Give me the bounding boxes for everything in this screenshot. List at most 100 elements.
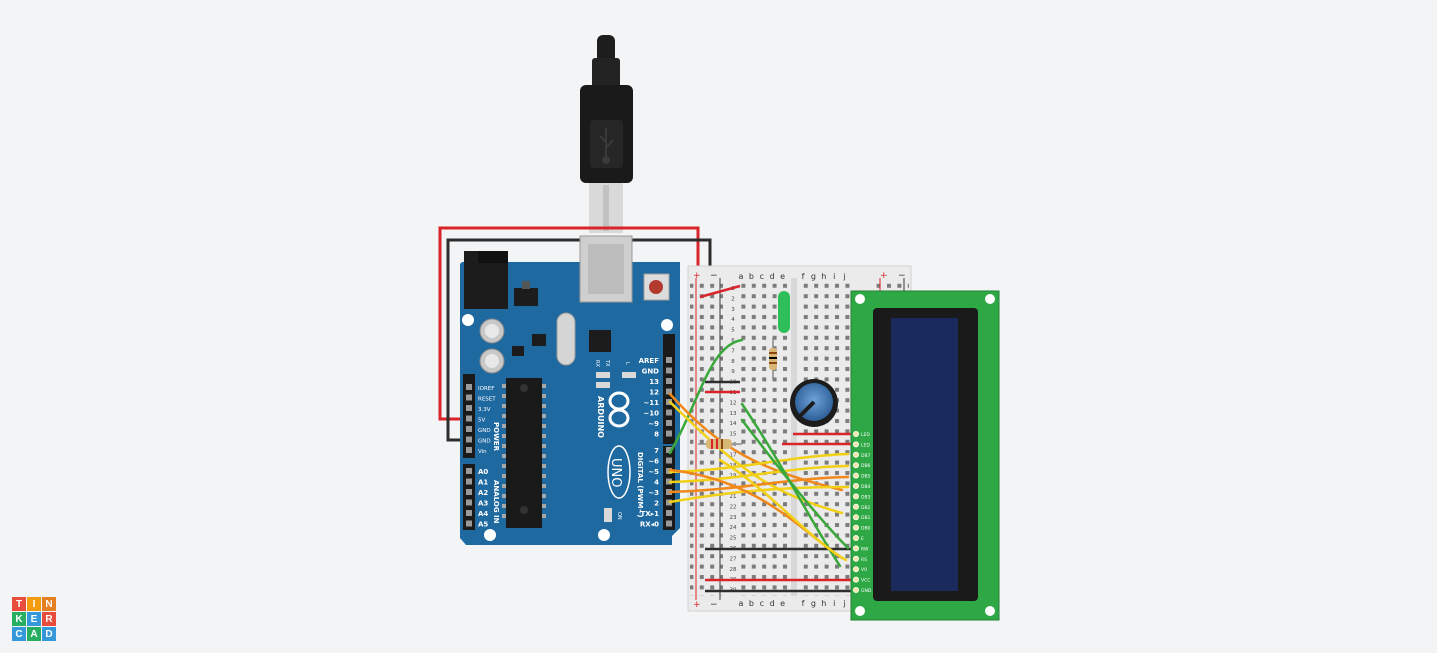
lcd-pin-label: DB7 xyxy=(861,453,871,459)
power-pin[interactable] xyxy=(466,415,472,422)
rail-plus-top-left: + xyxy=(693,271,701,281)
lcd-pin[interactable] xyxy=(853,430,860,437)
power-pin-label: IOREF xyxy=(478,386,494,392)
lcd-pin[interactable] xyxy=(853,462,860,469)
digital-pin[interactable] xyxy=(666,357,672,363)
breadboard-column-label: d xyxy=(770,272,775,281)
breadboard-column-label: a xyxy=(739,272,744,281)
lcd-16x2[interactable]: LEDLEDDB7DB6DB5DB4DB3DB2DB1DB0ERWRSV0VCC… xyxy=(850,290,1000,621)
lcd-pin[interactable] xyxy=(853,451,860,458)
usb-cable[interactable] xyxy=(580,35,633,233)
lcd-pin[interactable] xyxy=(853,493,860,500)
potentiometer[interactable] xyxy=(790,379,838,427)
signal-wires[interactable] xyxy=(668,338,850,568)
digital-pin[interactable] xyxy=(666,409,672,416)
rail-minus-top-right: − xyxy=(898,271,906,281)
analog-pin[interactable] xyxy=(466,499,472,506)
digital-pin[interactable] xyxy=(666,468,672,474)
power-pin-label: 5V xyxy=(478,418,485,424)
power-pin-label: 3.3V xyxy=(478,407,491,413)
analog-pin[interactable] xyxy=(466,478,472,485)
rail-minus-bottom-left: − xyxy=(710,600,718,610)
arduino-uno-board[interactable]: ARDUINO UNO DIGITAL (PWM~) POWER ANALOG … xyxy=(460,235,680,545)
resistor-220-ohm[interactable] xyxy=(698,439,742,449)
wire-gnd-black[interactable] xyxy=(446,238,712,442)
power-pin-label: GND xyxy=(478,428,491,434)
lcd-pin-label: E xyxy=(861,536,864,542)
breadboard-row-number: 3 xyxy=(731,307,735,313)
lcd-pin[interactable] xyxy=(853,514,860,521)
logo-letter-e: E xyxy=(27,612,41,626)
digital-pin[interactable] xyxy=(666,420,672,426)
green-led[interactable] xyxy=(778,291,790,333)
digital-pin[interactable] xyxy=(666,457,672,464)
digital-pin[interactable] xyxy=(666,388,672,395)
lcd-pin-label: V0 xyxy=(861,567,867,573)
lcd-screen xyxy=(891,318,958,591)
digital-pin[interactable] xyxy=(666,520,672,527)
analog-pin[interactable] xyxy=(466,489,472,495)
digital-pin-label: ~9 xyxy=(648,420,659,428)
digital-pin[interactable] xyxy=(666,378,672,384)
power-pin[interactable] xyxy=(466,436,472,443)
resistor-vertical[interactable] xyxy=(769,338,777,380)
wire-5v-red[interactable] xyxy=(438,226,700,421)
power-pin[interactable] xyxy=(466,426,472,432)
breadboard-row-number: 7 xyxy=(731,348,735,354)
digital-pin[interactable] xyxy=(666,510,672,516)
analog-pin[interactable] xyxy=(466,520,472,527)
breadboard-row-number: 22 xyxy=(730,504,737,510)
lcd-pin[interactable] xyxy=(853,441,860,448)
breadboard-column-label: b xyxy=(749,599,754,608)
digital-pin-label: AREF xyxy=(639,357,660,365)
power-pin[interactable] xyxy=(466,384,472,390)
power-pin[interactable] xyxy=(466,405,472,411)
lcd-pin[interactable] xyxy=(853,503,860,510)
analog-pin-label: A1 xyxy=(478,479,488,487)
breadboard-column-label: i xyxy=(833,599,835,608)
digital-pin[interactable] xyxy=(666,447,672,453)
tinkercad-logo[interactable]: T I N K E R C A D xyxy=(12,597,56,641)
digital-pin-label: GND xyxy=(642,368,660,376)
power-pin-label: RESET xyxy=(478,397,496,403)
breadboard-row-number: 23 xyxy=(730,515,737,521)
lcd-pin[interactable] xyxy=(853,524,860,531)
power-pin[interactable] xyxy=(466,394,472,401)
digital-pin-label: 4 xyxy=(654,479,659,487)
breadboard-column-label: h xyxy=(821,272,826,281)
lcd-pin-label: RS xyxy=(861,557,867,563)
lcd-pin[interactable] xyxy=(853,545,860,552)
lcd-pin[interactable] xyxy=(853,535,860,542)
analog-pin-label: A4 xyxy=(478,510,488,518)
lcd-pin[interactable] xyxy=(853,555,860,562)
analog-pin[interactable] xyxy=(466,468,472,474)
breadboard-row-number: 21 xyxy=(730,494,737,500)
lcd-pin[interactable] xyxy=(853,587,860,594)
lcd-pin-label: DB1 xyxy=(861,515,871,521)
breadboard-row-number: 9 xyxy=(731,369,735,375)
breadboard-column-label: c xyxy=(760,272,764,281)
analog-header-title: ANALOG IN xyxy=(492,480,500,524)
power-pin[interactable] xyxy=(466,447,472,453)
digital-pin[interactable] xyxy=(666,367,672,374)
analog-pin[interactable] xyxy=(466,510,472,516)
digital-pin-label: 7 xyxy=(654,447,659,455)
digital-pin[interactable] xyxy=(666,430,672,437)
breadboard-row-number: 2 xyxy=(731,296,735,302)
breadboard-row-number: 4 xyxy=(731,317,735,323)
digital-pin-label: TX▸1 xyxy=(640,510,659,518)
logo-letter-t: T xyxy=(12,597,26,611)
lcd-pin[interactable] xyxy=(853,472,860,479)
breadboard-row-number: 15 xyxy=(730,432,737,438)
breadboard-row-number: 12 xyxy=(730,400,737,406)
breadboard-column-label: d xyxy=(770,599,775,608)
breadboard-column-label: e xyxy=(780,599,785,608)
lcd-pin[interactable] xyxy=(853,576,860,583)
lcd-pin[interactable] xyxy=(853,566,860,573)
lcd-pin[interactable] xyxy=(853,482,860,489)
breadboard-column-label: b xyxy=(749,272,754,281)
breadboard-jumpers[interactable] xyxy=(699,284,856,593)
breadboard-column-label: f xyxy=(802,599,805,608)
breadboard-row-number: 5 xyxy=(731,328,735,334)
